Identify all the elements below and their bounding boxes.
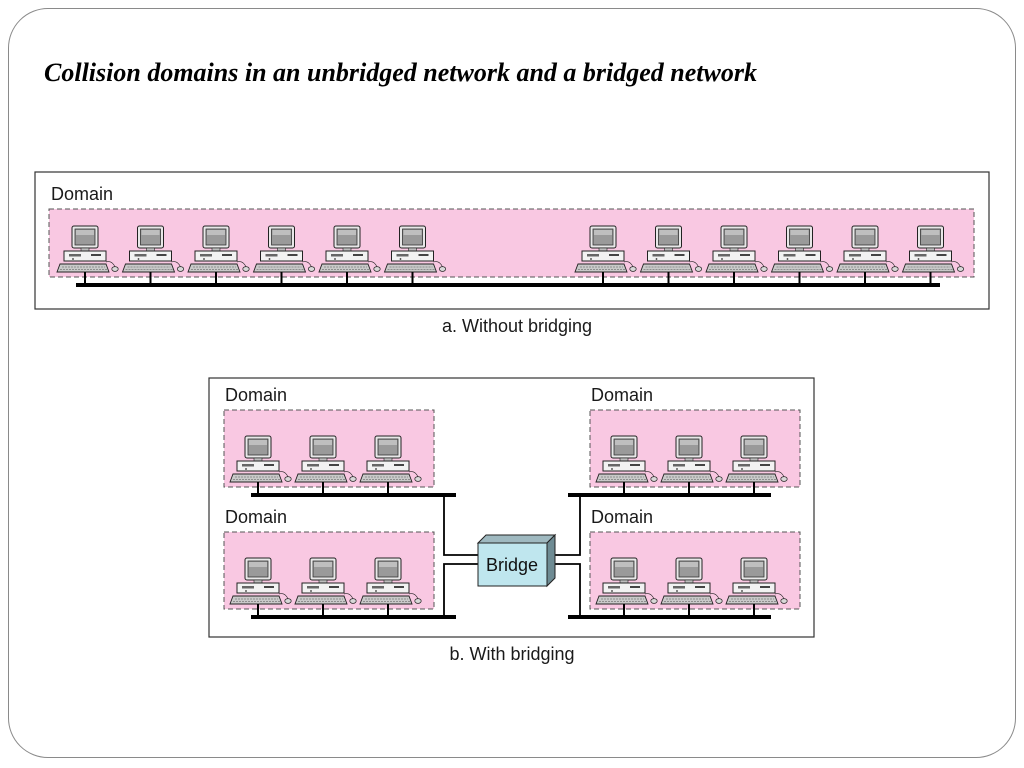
slide-title: Collision domains in an unbridged networ… [44, 58, 757, 87]
domain-label-a: Domain [51, 184, 113, 204]
bridge-device: Bridge [476, 533, 557, 588]
domain-label-top-right: Domain [591, 385, 653, 405]
domain-label-bottom-left: Domain [225, 507, 287, 527]
caption-a: a. Without bridging [442, 316, 592, 336]
bridge-label: Bridge [486, 555, 538, 575]
panel-with-bridging: Domain Domain Domain Domain Bridge b. Wi… [208, 377, 815, 664]
caption-b: b. With bridging [449, 644, 574, 664]
domain-label-bottom-right: Domain [591, 507, 653, 527]
collision-domain-a [48, 208, 975, 278]
domain-label-top-left: Domain [225, 385, 287, 405]
panel-without-bridging: Domain a. Without bridging [34, 171, 990, 336]
bridge-links [443, 495, 581, 617]
